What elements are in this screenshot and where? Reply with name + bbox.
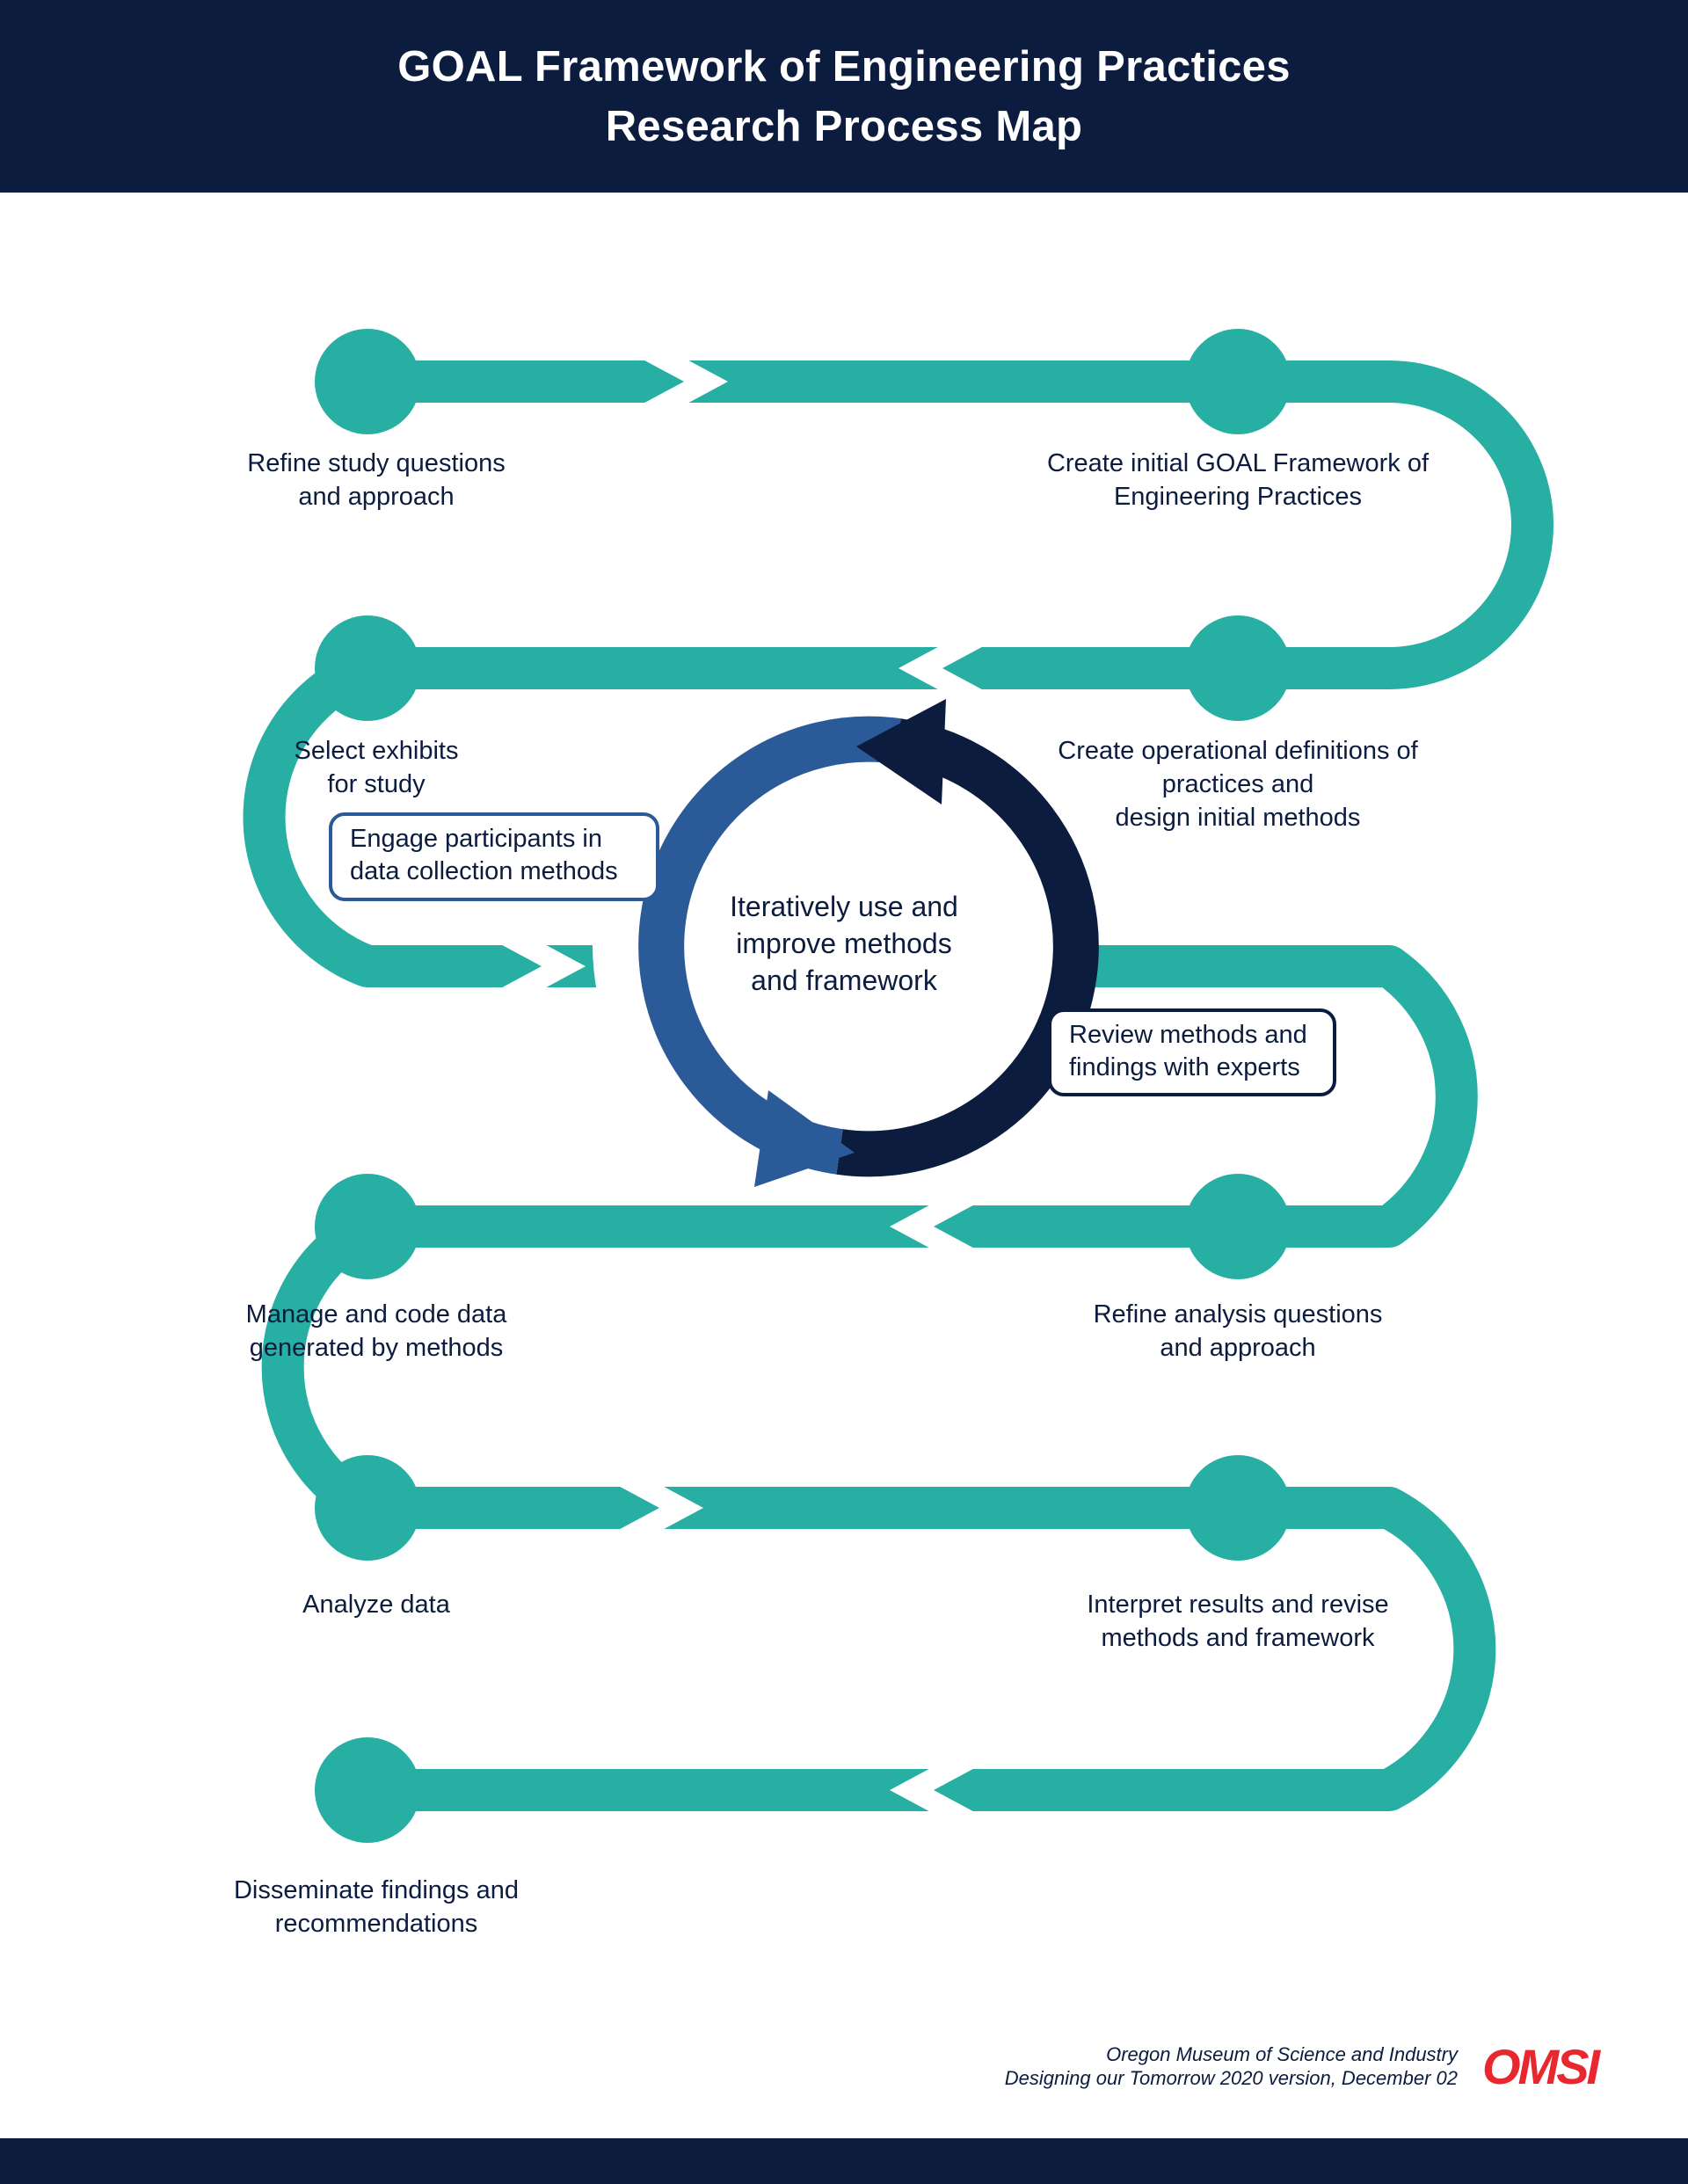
chevron-break-3 <box>494 941 586 992</box>
step-label-8: Interpret results and revise methods and… <box>1087 1591 1389 1652</box>
step-node-3 <box>1185 615 1291 721</box>
step-label-6: Manage and code data generated by method… <box>245 1300 507 1362</box>
engage-participants-box: Engage participants in data collection m… <box>329 812 659 901</box>
step-label-9: Disseminate findings and recommendations <box>233 1876 519 1938</box>
chevron-break-1 <box>637 356 728 407</box>
step-node-5 <box>1185 1174 1291 1279</box>
chevron-break-4 <box>890 1201 981 1252</box>
serpentine-path <box>243 360 1553 1811</box>
review-experts-box: Review methods and findings with experts <box>1048 1008 1336 1096</box>
chevron-break-5 <box>612 1482 703 1533</box>
step-label-2: Create initial GOAL Framework of Enginee… <box>1046 449 1430 511</box>
chevron-breaks <box>494 356 990 1816</box>
cycle-ring <box>593 694 1099 1197</box>
omsi-logo: OMSI <box>1482 2039 1600 2094</box>
step-node-1 <box>315 329 420 434</box>
chevron-break-6 <box>890 1765 981 1816</box>
footer-bar <box>0 2138 1688 2184</box>
chevron-break-2 <box>899 643 990 694</box>
step-label-5: Refine analysis questions and approach <box>1093 1300 1383 1362</box>
step-label-1: Refine study questions and approach <box>247 449 506 511</box>
step-label-4: Select exhibits for study <box>294 737 459 798</box>
step-node-8 <box>1185 1455 1291 1561</box>
step-label-3: Create operational definitions of practi… <box>1058 737 1418 832</box>
step-node-2 <box>1185 329 1291 434</box>
cycle-arc-navy <box>836 718 1099 1177</box>
cycle-center-text: Iteratively use and improve methods and … <box>730 891 958 996</box>
step-node-9 <box>315 1737 420 1843</box>
cycle-arrowhead-blue <box>754 1090 855 1187</box>
step-node-4 <box>315 615 420 721</box>
cycle-arc-blue <box>638 716 901 1175</box>
title-line-2: Research Process Map <box>605 102 1083 150</box>
step-label-7: Analyze data <box>302 1591 450 1619</box>
cycle-arrowhead-navy <box>856 699 946 804</box>
title-banner: GOAL Framework of Engineering Practices … <box>0 0 1688 193</box>
credit-text: Oregon Museum of Science and Industry De… <box>1004 2043 1458 2089</box>
step-node-7 <box>315 1455 420 1561</box>
step-node-6 <box>315 1174 420 1279</box>
title-line-1: GOAL Framework of Engineering Practices <box>397 42 1291 91</box>
